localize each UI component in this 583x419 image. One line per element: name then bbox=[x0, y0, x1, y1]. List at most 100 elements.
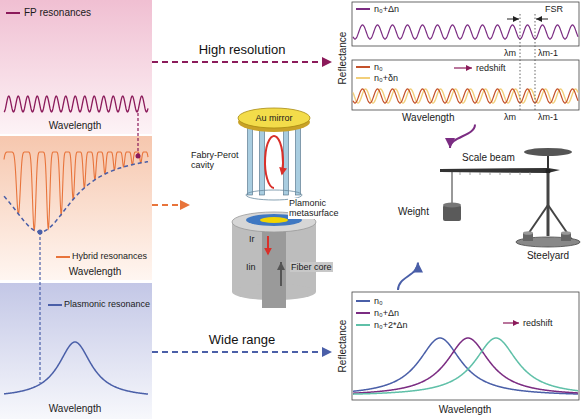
plot-frame bbox=[352, 292, 579, 400]
cavity-post bbox=[296, 126, 301, 195]
scale-pan bbox=[524, 148, 572, 156]
guide-line bbox=[535, 14, 536, 110]
node-text: Reflectance bbox=[337, 320, 349, 373]
node-text: Ir bbox=[249, 234, 255, 244]
stand-leg bbox=[548, 205, 572, 240]
node-text: Fiber core bbox=[290, 262, 333, 272]
resonance-curve bbox=[353, 89, 578, 103]
guide-line bbox=[137, 113, 138, 156]
resonance-curve bbox=[353, 338, 578, 394]
resonance-curve bbox=[353, 25, 578, 39]
pivot bbox=[546, 169, 551, 174]
plot-annotation: λm-1 bbox=[538, 48, 558, 58]
legend-swatch bbox=[356, 312, 370, 314]
fiber-core bbox=[262, 226, 286, 308]
reflected-light-arrow bbox=[267, 236, 269, 254]
legend-swatch bbox=[356, 77, 370, 79]
legend-text: n₀+2*Δn bbox=[374, 320, 408, 330]
guide-line bbox=[520, 14, 521, 110]
flow-arrow bbox=[398, 263, 418, 291]
legend-text: n₀ bbox=[374, 296, 383, 306]
beam-tick bbox=[480, 172, 481, 175]
node-text: Wavelength bbox=[402, 112, 454, 124]
plot-frame bbox=[352, 60, 579, 110]
fsr-arrow bbox=[536, 19, 548, 20]
flow-arrow bbox=[152, 351, 332, 353]
beam-tick bbox=[500, 172, 501, 175]
legend-text: n₀+δn bbox=[374, 73, 398, 83]
legend-swatch bbox=[356, 324, 370, 326]
legend-text: Hybrid resonances bbox=[72, 251, 147, 261]
flow-arrow bbox=[152, 204, 190, 206]
node-text: Wavelength bbox=[49, 403, 101, 415]
node-text: Fabry-Perot cavity bbox=[191, 150, 247, 171]
beam-tick bbox=[530, 172, 531, 175]
legend-text: n₀+Δn bbox=[374, 4, 399, 14]
fp-resonance-curve bbox=[4, 96, 148, 112]
node-text: Scale beam bbox=[462, 152, 515, 164]
beam-tick bbox=[470, 172, 471, 175]
plot-annotation: λm bbox=[504, 48, 516, 58]
weight-string bbox=[452, 172, 453, 205]
flow-arrow bbox=[450, 125, 475, 149]
resonance-curve bbox=[353, 338, 578, 394]
steelyard-illustration: Scale beamWeightSteelyard bbox=[395, 148, 583, 263]
legend-swatch bbox=[356, 300, 370, 302]
node-text: Weight bbox=[398, 206, 429, 218]
beam-tick bbox=[460, 172, 461, 175]
legend-swatch bbox=[6, 12, 20, 14]
legend-text: Plasmonic resonance bbox=[64, 299, 150, 309]
guide-line bbox=[39, 232, 40, 383]
incident-light-arrow bbox=[280, 262, 282, 286]
node-text: Plamonic metasurface bbox=[288, 198, 346, 219]
panel-background bbox=[0, 283, 152, 419]
cavity-post bbox=[260, 126, 265, 195]
plot-annotation: redshift bbox=[523, 318, 553, 328]
edge-label: High resolution bbox=[199, 43, 286, 58]
plot-panel: Wavelength bbox=[0, 0, 152, 134]
cavity-post bbox=[284, 126, 289, 195]
stand-post bbox=[547, 173, 550, 236]
panel-background bbox=[0, 136, 152, 280]
panel-background bbox=[0, 0, 152, 134]
node-text: Steelyard bbox=[527, 250, 569, 262]
plot-annotation: redshift bbox=[476, 63, 506, 73]
marker-dot bbox=[136, 154, 141, 159]
resonance-loop bbox=[265, 136, 283, 188]
resonance-curve bbox=[353, 89, 578, 103]
plot-annotation: λm-1 bbox=[538, 112, 558, 122]
plot-panel: ReflectanceWavelength bbox=[332, 290, 583, 419]
resonance-curve bbox=[353, 338, 578, 393]
metasurface-pattern bbox=[260, 217, 288, 223]
legend-text: FP resonances bbox=[24, 7, 91, 19]
legend-text: n₀+Δn bbox=[374, 308, 399, 318]
shift-arrow bbox=[454, 67, 472, 68]
plasmonic-envelope bbox=[4, 162, 148, 232]
plot-annotation: FSR bbox=[545, 4, 563, 14]
beam-tick bbox=[520, 172, 521, 175]
legend-text: n₀ bbox=[374, 62, 383, 72]
plot-annotation: λm bbox=[504, 112, 516, 122]
flow-arrow bbox=[152, 61, 332, 63]
spare-weight bbox=[523, 231, 533, 235]
edge-label: Wide range bbox=[209, 333, 275, 348]
node-text: Au mirror bbox=[255, 113, 292, 123]
marker-dot bbox=[38, 230, 43, 235]
spare-weight bbox=[561, 231, 571, 235]
beam-tick bbox=[490, 172, 491, 175]
shift-arrow bbox=[503, 322, 519, 323]
device-illustration: Au mirrorFabry-Perot cavityPlamonic meta… bbox=[190, 88, 348, 310]
node-text: Reflectance bbox=[337, 32, 349, 85]
weight bbox=[443, 203, 461, 208]
plasmonic-resonance-curve bbox=[4, 342, 148, 394]
beam-tick bbox=[510, 172, 511, 175]
legend-swatch bbox=[56, 256, 70, 258]
legend-swatch bbox=[356, 66, 370, 68]
legend-swatch bbox=[356, 8, 370, 10]
hybrid-resonance-curve bbox=[4, 152, 148, 230]
node-text: Wavelength bbox=[69, 266, 121, 278]
fsr-arrow bbox=[507, 19, 519, 20]
